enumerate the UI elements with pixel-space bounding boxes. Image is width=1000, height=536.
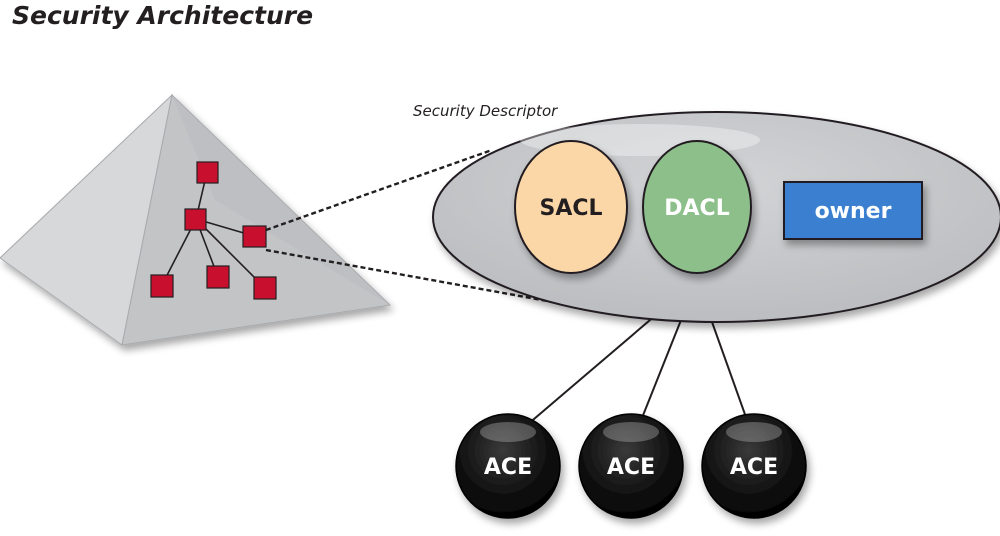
- diagram-title: Security Architecture: [12, 1, 313, 30]
- ace-label: ACE: [607, 455, 655, 480]
- owner-label: owner: [815, 199, 892, 224]
- square-node-icon: [184, 208, 207, 231]
- ace-gloss: [480, 422, 536, 442]
- ace-label: ACE: [730, 455, 778, 480]
- dacl-node: DACL: [642, 140, 752, 274]
- square-node-icon: [150, 274, 174, 298]
- square-node-icon: [206, 265, 230, 289]
- sacl-label: SACL: [539, 196, 602, 221]
- pyramid-shade-face: [172, 95, 390, 305]
- dacl-label: DACL: [664, 196, 729, 221]
- ace-node: ACE: [578, 413, 684, 519]
- tree-nodes: [150, 161, 277, 300]
- security-descriptor: SACL DACL owner: [432, 111, 1000, 323]
- square-node-icon: [253, 276, 277, 300]
- ace-node: ACE: [701, 413, 807, 519]
- dacl-ellipse: [642, 140, 752, 274]
- square-node-icon: [242, 225, 267, 248]
- ace-sphere-icon: [701, 413, 807, 519]
- security-descriptor-caption: Security Descriptor: [413, 102, 558, 120]
- sacl-node: SACL: [514, 140, 628, 274]
- ace-gloss: [726, 422, 782, 442]
- sacl-ellipse: [514, 140, 628, 274]
- square-node-icon: [196, 161, 219, 184]
- ace-gloss: [603, 422, 659, 442]
- zoom-lines: [265, 148, 554, 304]
- ace-label: ACE: [484, 455, 532, 480]
- ace-sphere-icon: [455, 413, 561, 519]
- owner-box: [783, 181, 923, 240]
- ace-nodes: ACE ACE ACE: [455, 413, 807, 519]
- ace-node: ACE: [455, 413, 561, 519]
- ace-sphere-icon: [578, 413, 684, 519]
- pyramid-icon: [0, 93, 392, 346]
- owner-node: owner: [783, 181, 923, 240]
